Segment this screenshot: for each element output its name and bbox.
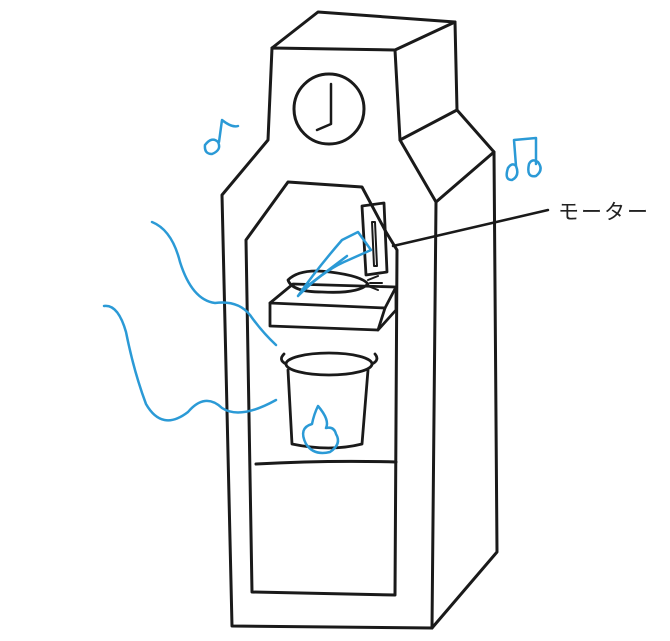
clock-face: [292, 72, 366, 146]
pot-rim: [284, 351, 374, 377]
food-item: [286, 269, 370, 294]
motor-leader-line: [391, 208, 550, 248]
music-note-icon: [203, 118, 240, 156]
tower-right-edge: [398, 108, 459, 142]
wind-squiggle-lower: [102, 304, 278, 422]
cooking-pot: [280, 351, 379, 450]
lower-compartment-line: [254, 459, 398, 466]
tower-top: [270, 10, 457, 52]
tower-right-side: [430, 20, 499, 630]
blue-accents: [102, 118, 542, 455]
motor-label: モーター: [558, 200, 650, 224]
pot-body: [286, 368, 370, 450]
tower-front-outline: [220, 46, 438, 630]
music-note-icon-double: [505, 136, 542, 182]
clock-icon: [292, 72, 366, 146]
tower-right-shoulder: [434, 150, 496, 204]
pot-handles: [280, 352, 379, 366]
clock-hands: [315, 82, 333, 132]
wind-squiggle-upper: [150, 220, 278, 347]
cutting-board-edge: [376, 306, 387, 332]
motor-slot: [371, 221, 378, 267]
inner-window-outline: [244, 180, 399, 597]
flame-icon: [301, 404, 340, 455]
motor-assembly: [268, 201, 550, 332]
cutting-board-top: [268, 282, 398, 310]
knife-motion-line: [300, 254, 349, 292]
knife-blade: [296, 230, 373, 298]
tower-body: [220, 10, 499, 630]
